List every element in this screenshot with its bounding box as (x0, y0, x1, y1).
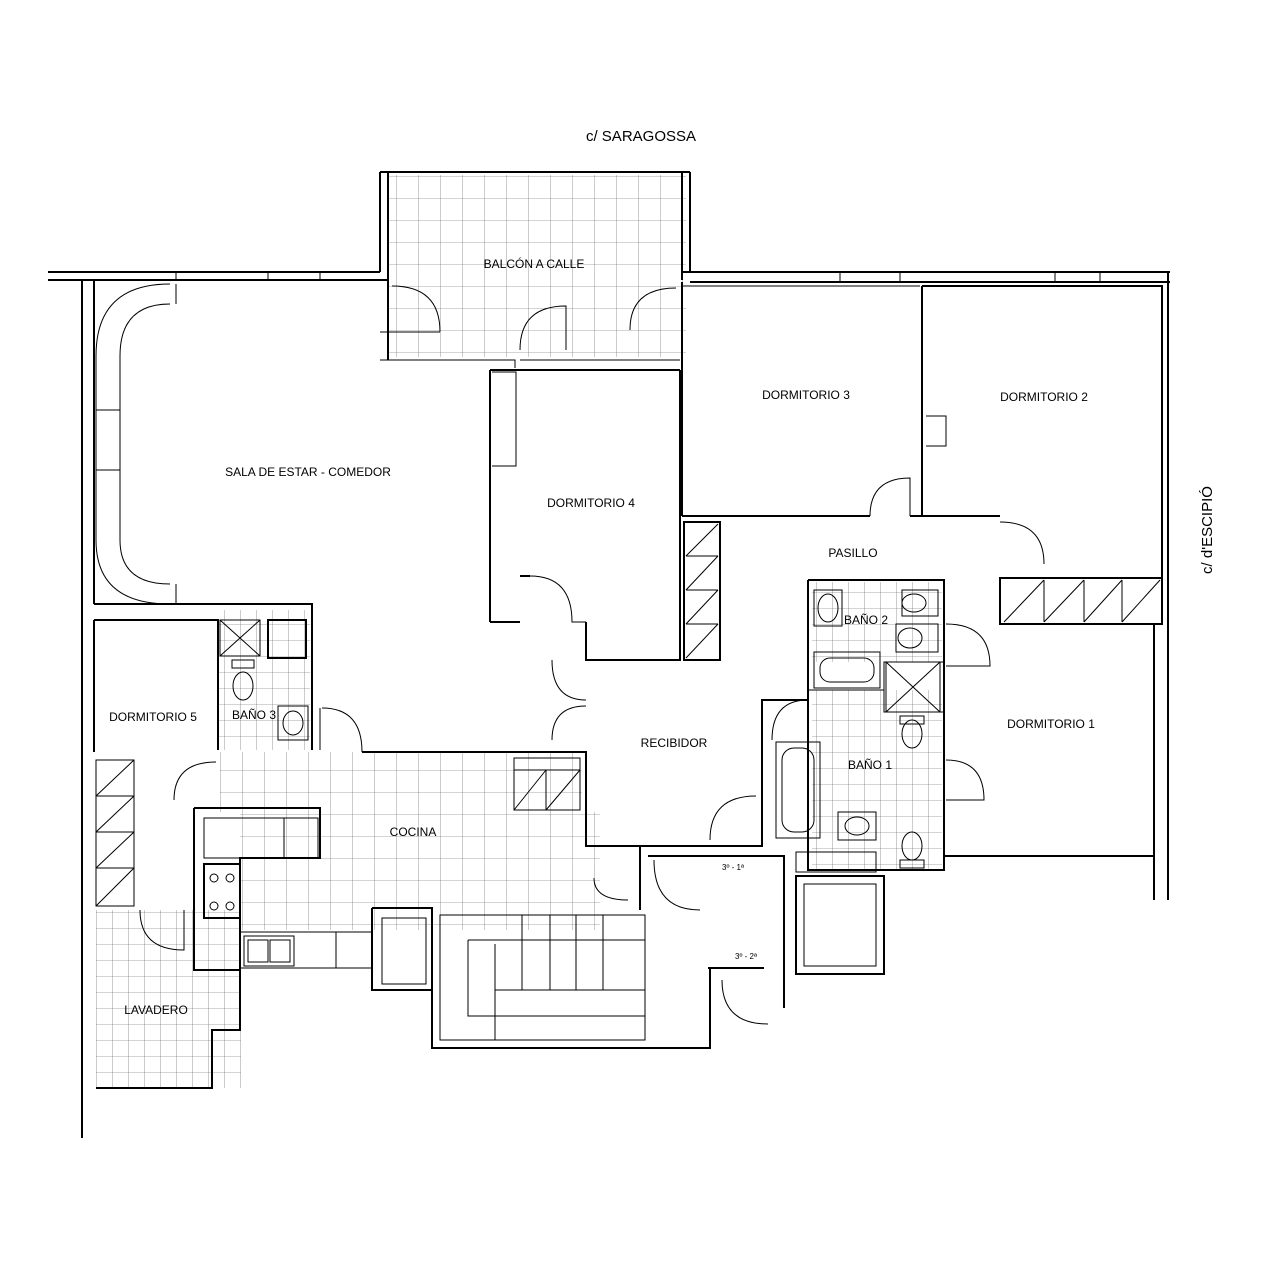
wardrobes (95, 523, 1161, 907)
tiled-floors (96, 175, 942, 1088)
kitchen-fixtures (203, 757, 581, 985)
room-label-lavadero: LAVADERO (124, 1003, 188, 1017)
toilet-icon (232, 671, 254, 701)
room-label-dormitorio-2: DORMITORIO 2 (1000, 390, 1088, 404)
room-label-recibidor: RECIBIDOR (641, 736, 708, 750)
bathtub-icon (813, 651, 881, 689)
room-label-bano-3: BAÑO 3 (232, 708, 276, 722)
street-north-label: c/ SARAGOSSA (586, 128, 696, 145)
room-label-bano-2: BAÑO 2 (844, 613, 888, 627)
room-label-dormitorio-3: DORMITORIO 3 (762, 388, 850, 402)
room-label-dormitorio-5: DORMITORIO 5 (109, 710, 197, 724)
landing-door-2-label: 3º - 2ª (735, 952, 757, 961)
room-label-pasillo: PASILLO (828, 546, 877, 560)
walls (48, 171, 1170, 1138)
washbasin-icon (277, 705, 309, 741)
kitchen-tiles-lower (240, 812, 600, 930)
bath3-tiles (218, 610, 310, 750)
shower-icon (267, 619, 307, 659)
landing-door-1-label: 3º - 1ª (722, 863, 744, 872)
kitchen-tiles (220, 752, 582, 812)
stove-icon (203, 863, 241, 919)
room-label-dormitorio-4: DORMITORIO 4 (547, 496, 635, 510)
room-label-cocina: COCINA (390, 825, 437, 839)
street-east-label: c/ d'ESCIPIÓ (1199, 486, 1216, 574)
bath1-tiles (812, 690, 942, 870)
room-label-sala: SALA DE ESTAR - COMEDOR (225, 465, 391, 479)
sink-icon (243, 935, 295, 967)
balcony-tiles (388, 175, 686, 357)
room-label-balcon: BALCÓN A CALLE (484, 256, 585, 271)
door-swings (139, 285, 1045, 1025)
bathroom-fixtures (219, 589, 941, 869)
laundry-tiles (96, 910, 241, 1088)
room-label-dormitorio-1: DORMITORIO 1 (1007, 717, 1095, 731)
room-label-bano-1: BAÑO 1 (848, 758, 892, 772)
